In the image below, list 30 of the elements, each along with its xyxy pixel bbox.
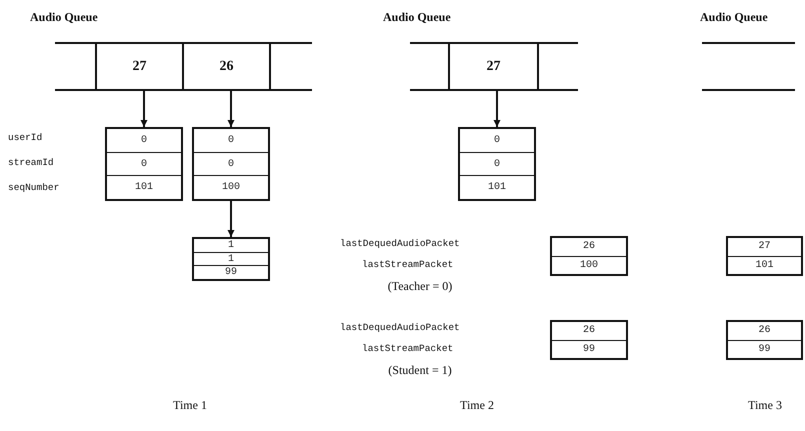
arrow bbox=[140, 90, 148, 127]
record-box: 0 0 101 bbox=[105, 127, 183, 201]
arrow bbox=[228, 201, 234, 237]
field-label: seqNumber bbox=[8, 182, 60, 193]
queue-cell: 26 bbox=[182, 43, 271, 90]
caption-text: Time 2 bbox=[460, 398, 494, 413]
caption-text: (Student = 1) bbox=[388, 363, 452, 378]
field-label: streamId bbox=[8, 157, 54, 168]
record-box: 0 0 100 bbox=[192, 127, 270, 201]
caption-text: Time 3 bbox=[748, 398, 782, 413]
caption-text: (Teacher = 0) bbox=[388, 279, 452, 294]
field-label: lastStreamPacket bbox=[362, 259, 454, 270]
field-label: lastDequedAudioPacket bbox=[340, 238, 460, 249]
caption-text: Time 1 bbox=[173, 398, 207, 413]
field-label: lastDequedAudioPacket bbox=[340, 322, 460, 333]
record-box: 1 1 99 bbox=[192, 237, 270, 281]
queue-cell: 27 bbox=[448, 43, 539, 90]
field-label: lastStreamPacket bbox=[362, 343, 454, 354]
field-label: userId bbox=[8, 132, 42, 143]
arrow bbox=[228, 90, 234, 127]
record-box: 27 101 bbox=[726, 236, 803, 276]
record-box: 26 99 bbox=[550, 320, 628, 360]
record-box: 26 100 bbox=[550, 236, 628, 276]
record-box: 26 99 bbox=[726, 320, 803, 360]
queue-title: Audio Queue bbox=[700, 10, 768, 25]
arrow bbox=[494, 90, 500, 127]
queue-title: Audio Queue bbox=[383, 10, 451, 25]
queue-title: Audio Queue bbox=[30, 10, 98, 25]
record-box: 0 0 101 bbox=[458, 127, 536, 201]
queue-cell: 27 bbox=[95, 43, 184, 90]
